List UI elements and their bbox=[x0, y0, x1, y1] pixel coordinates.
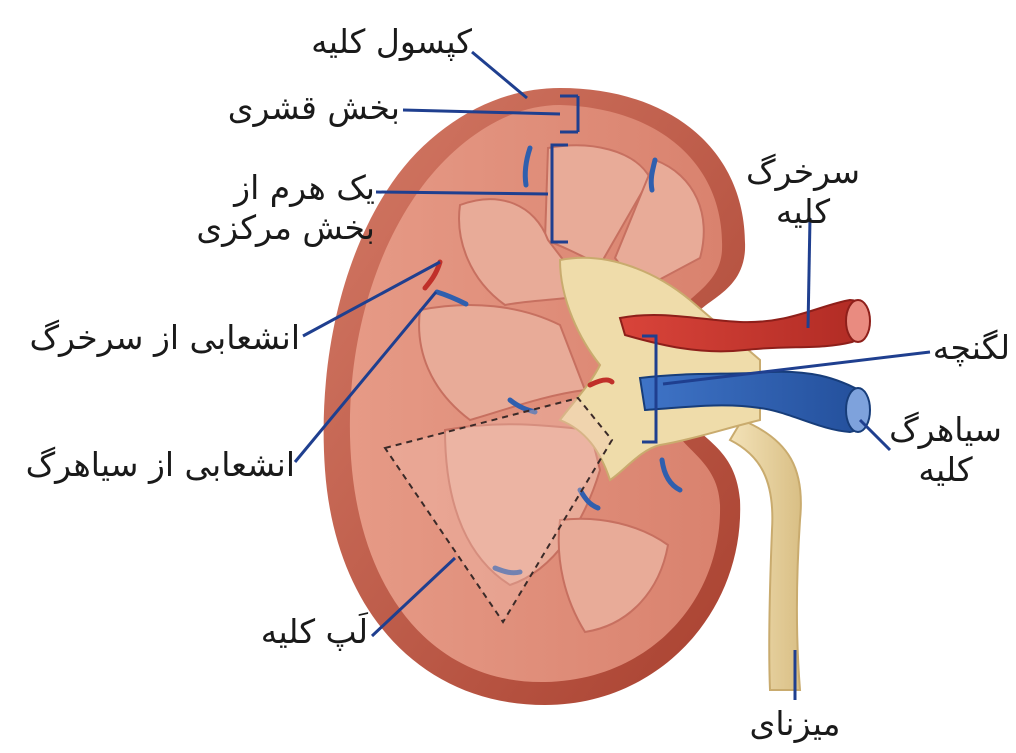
leader-capsule bbox=[472, 52, 527, 98]
label-renal-artery: سرخرگ کلیه bbox=[738, 152, 868, 232]
label-vein-branch: انشعابی از سیاهرگ bbox=[5, 445, 295, 485]
label-pelvis: لگنچه bbox=[905, 328, 1010, 368]
label-pyramid: یک هرم از بخش مرکزی bbox=[165, 168, 375, 248]
leader-artery bbox=[808, 218, 810, 328]
leader-pyramid bbox=[376, 192, 548, 194]
label-ureter: میزنای bbox=[735, 704, 855, 744]
ureter bbox=[730, 420, 801, 690]
label-artery-branch: انشعابی از سرخرگ bbox=[10, 318, 300, 358]
label-capsule: کپسول کلیه bbox=[282, 22, 472, 62]
label-cortex: بخش قشری bbox=[225, 88, 400, 128]
label-lobe: لَپ کلیه bbox=[228, 612, 368, 652]
label-renal-vein: سیاهرگ کلیه bbox=[878, 410, 1013, 490]
